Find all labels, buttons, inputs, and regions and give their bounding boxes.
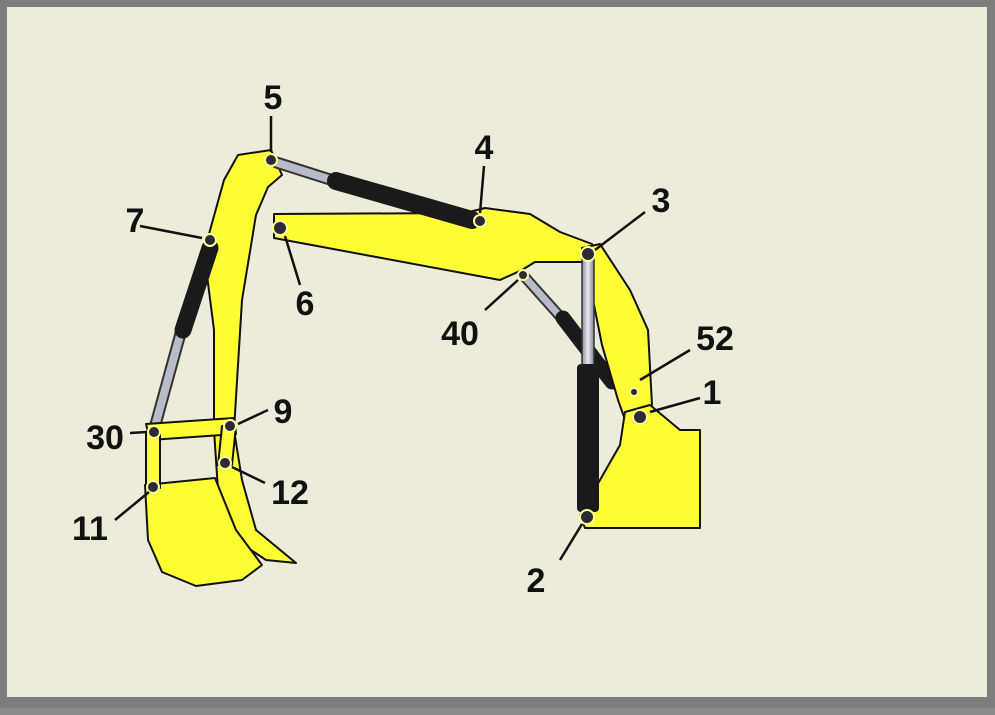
label-joint-9: 9	[274, 393, 293, 431]
pin-11	[146, 480, 160, 494]
bucket	[144, 477, 263, 587]
pin-5	[264, 153, 278, 167]
label-joint-12: 12	[271, 474, 309, 512]
label-joint-11: 11	[72, 510, 108, 548]
label-joint-4: 4	[475, 129, 494, 167]
label-joint-30: 30	[86, 419, 124, 457]
link-30-11	[145, 431, 161, 489]
label-joint-7: 7	[126, 202, 145, 240]
pin-6	[272, 220, 288, 236]
pin-9	[223, 419, 237, 433]
pivot-pins	[146, 153, 648, 525]
label-joint-40: 40	[441, 315, 479, 353]
pin-12	[218, 456, 232, 470]
leader-lines	[114, 116, 701, 561]
pin-30	[147, 425, 161, 439]
label-joint-6: 6	[296, 285, 315, 323]
cylinder-7-30	[148, 239, 219, 432]
pin-4	[473, 214, 487, 228]
cylinder-3-2	[577, 257, 599, 512]
pin-40	[517, 269, 529, 281]
cylinder-5-4	[273, 156, 481, 229]
label-joint-52: 52	[696, 320, 734, 358]
label-joint-1: 1	[703, 374, 722, 412]
pin-2	[579, 509, 595, 525]
pin-3	[580, 246, 596, 262]
label-joint-5: 5	[264, 79, 283, 117]
swing-base	[579, 404, 701, 529]
label-joint-2: 2	[527, 562, 546, 600]
excavator-diagram: 5 4 3 7 6 40 52 1 30 9 12 11 2	[72, 79, 734, 600]
diagram-canvas: 5 4 3 7 6 40 52 1 30 9 12 11 2	[7, 7, 987, 697]
pin-52	[629, 387, 639, 397]
pin-1	[632, 409, 648, 425]
pin-7	[203, 233, 217, 247]
label-joint-3: 3	[652, 182, 671, 220]
